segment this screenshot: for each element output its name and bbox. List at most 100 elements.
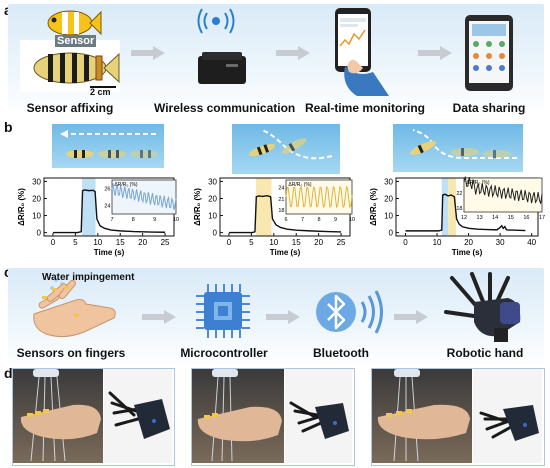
inset-y-tick-label: 18: [456, 206, 462, 212]
y-tick-label: 30: [208, 177, 217, 186]
series-line-0: [52, 189, 166, 234]
swim-photo-3: [393, 124, 523, 172]
inset-x-tick-label: 12: [461, 215, 467, 221]
inset-series-line: [285, 185, 353, 209]
robot-hand-photo-3: [473, 369, 542, 463]
flow-arrow-6: [394, 310, 428, 324]
y-axis-label: ΔR/R₀ (%): [369, 188, 378, 226]
wireless-module-icon: [198, 52, 246, 84]
flow-arrow-3: [418, 46, 452, 60]
flow-arrow-5: [266, 310, 300, 324]
x-axis-label: Time (s): [452, 248, 483, 257]
inset-x-tick-label: 17: [539, 215, 545, 221]
bluetooth-icon: [316, 290, 383, 334]
x-tick-label: 30: [496, 238, 505, 247]
flow-arrow-1: [131, 46, 165, 60]
phone-in-hand-icon: [335, 8, 389, 96]
step-microcontroller: Microcontroller: [180, 346, 268, 360]
robotic-hand-icon: [444, 272, 521, 342]
inset-x-tick-label: 14: [492, 215, 498, 221]
inset-x-tick-label: 16: [523, 215, 529, 221]
x-tick-label: 0: [403, 238, 408, 247]
inset-y-tick-label: 22: [456, 191, 462, 197]
swim-photo-1: [52, 124, 164, 168]
inset-series-line: [111, 183, 177, 210]
hand-with-sensors-icon: [33, 276, 116, 338]
x-tick-label: 5: [249, 238, 254, 247]
panel-label-d: d: [4, 365, 13, 381]
x-tick-label: 25: [161, 238, 170, 247]
y-tick-label: 0: [389, 229, 394, 238]
x-tick-label: 10: [93, 238, 102, 247]
y-axis-label: ΔR/R₀ (%): [193, 188, 202, 226]
x-tick-label: 10: [433, 238, 442, 247]
y-tick-label: 20: [384, 194, 393, 203]
series-line-0: [405, 193, 526, 232]
inset-y-tick-label: 18: [278, 208, 284, 214]
inset-y-tick-label: 26: [104, 187, 110, 193]
inset-y-tick-label: 21: [278, 197, 284, 203]
step-robotic-hand: Robotic hand: [446, 346, 524, 360]
inset-y-axis-label: ΔR/R₀ (%): [288, 182, 312, 188]
inset-x-tick-label: 7: [110, 217, 113, 223]
x-tick-label: 10: [269, 238, 278, 247]
x-tick-label: 0: [51, 238, 56, 247]
y-tick-label: 30: [32, 177, 41, 186]
water-impingement-label: Water impingement: [42, 272, 135, 283]
x-tick-label: 0: [227, 238, 232, 247]
fish-with-sensor-photo: [20, 40, 120, 92]
x-tick-label: 5: [73, 238, 78, 247]
inset-x-tick-label: 8: [132, 217, 135, 223]
step-bluetooth: Bluetooth: [313, 346, 369, 360]
y-tick-label: 0: [213, 229, 218, 238]
inset-x-tick-label: 8: [317, 217, 320, 223]
x-tick-label: 25: [337, 238, 346, 247]
panel-label-c: c: [4, 264, 12, 280]
x-tick-label: 40: [527, 238, 536, 247]
step-wireless-communication: Wireless communication: [154, 101, 296, 115]
y-tick-label: 30: [384, 177, 393, 186]
tablet-icon: [465, 15, 513, 91]
robot-hand-photo-1: [104, 369, 172, 463]
step-sensor-affixing: Sensor affixing: [26, 101, 114, 115]
hand-water-photo-1: [13, 369, 103, 463]
y-tick-label: 10: [32, 212, 41, 221]
y-axis-label: ΔR/R₀ (%): [17, 188, 26, 226]
inset-x-tick-label: 10: [349, 217, 355, 223]
step-real-time-monitoring: Real-time monitoring: [304, 101, 425, 115]
y-tick-label: 20: [208, 194, 217, 203]
inset-x-tick-label: 15: [508, 215, 514, 221]
x-axis-label: Time (s): [270, 248, 301, 257]
inset-series-line: [463, 176, 543, 204]
x-tick-label: 20: [464, 238, 473, 247]
x-tick-label: 15: [292, 238, 301, 247]
step-sensors-on-fingers: Sensors on fingers: [16, 346, 126, 360]
x-tick-label: 15: [116, 238, 125, 247]
swim-photo-2: [232, 124, 340, 174]
inset-x-tick-label: 9: [334, 217, 337, 223]
y-tick-label: 10: [208, 212, 217, 221]
fish-cartoon-icon: [47, 10, 102, 36]
inset-x-tick-label: 7: [301, 217, 304, 223]
y-tick-label: 20: [32, 194, 41, 203]
sensor-label: Sensor: [55, 35, 97, 47]
robot-hand-photo-2: [285, 369, 352, 463]
highlight-band-1: [448, 178, 456, 236]
flow-arrow-4: [142, 310, 176, 324]
inset-x-tick-label: 10: [173, 217, 179, 223]
panel-label-a: a: [4, 2, 12, 18]
inset-y-tick-label: 24: [104, 204, 110, 210]
step-data-sharing: Data sharing: [452, 101, 526, 115]
highlight-band-0: [441, 178, 449, 236]
scale-bar-label: 2 cm: [90, 87, 111, 97]
wireless-signal-icon: [197, 8, 235, 34]
inset-y-axis-label: ΔR/R₀ (%): [114, 182, 138, 188]
y-tick-label: 10: [384, 212, 393, 221]
hand-water-photo-3: [372, 369, 472, 463]
flow-arrow-2: [276, 46, 310, 60]
y-tick-label: 0: [37, 229, 42, 238]
inset-x-tick-label: 6: [284, 217, 287, 223]
